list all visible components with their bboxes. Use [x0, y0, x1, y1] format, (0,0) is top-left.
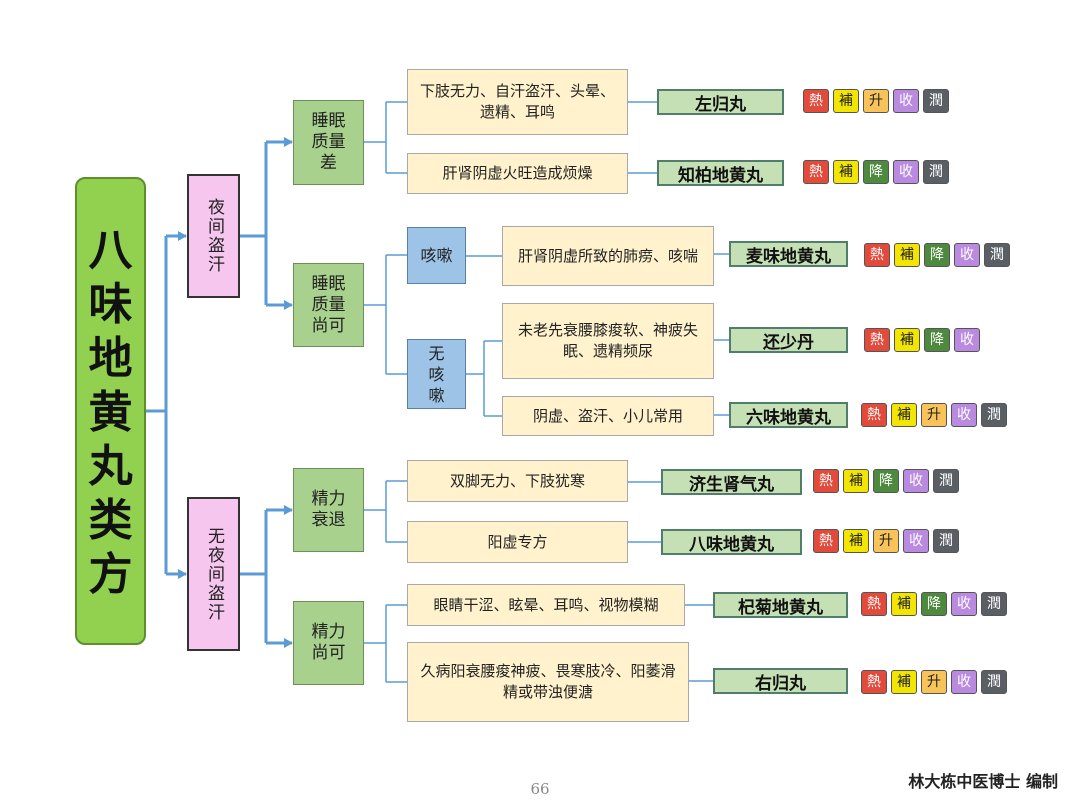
property-tag: 潤 — [923, 89, 949, 113]
property-tag: 熱 — [813, 529, 839, 553]
symptom-description: 未老先衰腰膝痠软、神疲失眠、遗精频尿 — [502, 303, 714, 379]
symptom-description: 双脚无力、下肢犹寒 — [407, 460, 628, 502]
property-tag: 降 — [863, 160, 889, 184]
property-tags: 熱補降收潤 — [864, 243, 1010, 267]
property-tag: 收 — [951, 403, 977, 427]
arrow-head — [178, 231, 187, 241]
property-tag: 降 — [873, 469, 899, 493]
property-tag: 潤 — [984, 243, 1010, 267]
property-tag: 收 — [893, 89, 919, 113]
property-tags: 熱補升收潤 — [813, 529, 959, 553]
property-tag: 熱 — [813, 469, 839, 493]
property-tag: 熱 — [803, 160, 829, 184]
symptom-description: 阴虚、盗汗、小儿常用 — [502, 396, 714, 436]
property-tag: 收 — [903, 469, 929, 493]
property-tag: 潤 — [981, 670, 1007, 694]
property-tag: 升 — [921, 670, 947, 694]
property-tags: 熱補降收潤 — [803, 160, 949, 184]
property-tag: 補 — [833, 160, 859, 184]
property-tags: 熱補降收潤 — [861, 592, 1007, 616]
symptom-description: 阳虚专方 — [407, 521, 628, 563]
arrow-head — [284, 300, 293, 310]
arrow-head — [284, 137, 293, 147]
property-tag: 升 — [863, 89, 889, 113]
property-tags: 熱補升收潤 — [861, 670, 1007, 694]
branch-night-sweat: 夜间盗汗 — [187, 174, 240, 298]
formula-name: 右归丸 — [713, 668, 848, 694]
property-tag: 收 — [951, 670, 977, 694]
property-tag: 潤 — [933, 469, 959, 493]
arrow-head — [178, 569, 187, 579]
property-tag: 降 — [921, 592, 947, 616]
formula-name: 济生肾气丸 — [661, 469, 802, 495]
symptom-description: 下肢无力、自汗盗汗、头晕、遗精、耳鸣 — [407, 69, 628, 135]
property-tag: 補 — [891, 670, 917, 694]
property-tags: 熱補升收潤 — [803, 89, 949, 113]
property-tag: 熱 — [861, 592, 887, 616]
property-tag: 熱 — [864, 243, 890, 267]
page-number: 66 — [530, 780, 550, 798]
property-tag: 降 — [924, 328, 950, 352]
property-tags: 熱補降收 — [864, 328, 980, 352]
property-tag: 收 — [951, 592, 977, 616]
formula-name: 杞菊地黄丸 — [713, 592, 848, 618]
branch-no-night-sweat: 无夜间盗汗 — [187, 497, 240, 651]
property-tag: 潤 — [981, 403, 1007, 427]
property-tags: 熱補降收潤 — [813, 469, 959, 493]
sub-branch-sleep-poor: 睡眠质量差 — [293, 100, 364, 185]
arrow-head — [284, 638, 293, 648]
property-tag: 升 — [921, 403, 947, 427]
cough-branch: 咳嗽 — [407, 227, 466, 284]
property-tag: 收 — [903, 529, 929, 553]
property-tag: 補 — [833, 89, 859, 113]
arrow-head — [284, 505, 293, 515]
property-tag: 補 — [891, 403, 917, 427]
property-tag: 降 — [924, 243, 950, 267]
property-tag: 熱 — [803, 89, 829, 113]
no-cough-branch: 无咳嗽 — [407, 339, 466, 409]
symptom-description: 肝肾阴虚所致的肺痨、咳喘 — [502, 226, 714, 286]
formula-name: 六味地黄丸 — [729, 402, 848, 428]
property-tag: 收 — [954, 243, 980, 267]
property-tag: 補 — [843, 529, 869, 553]
author-credit: 林大栋中医博士 编制 — [908, 772, 1058, 791]
formula-name: 还少丹 — [729, 327, 848, 353]
property-tag: 熱 — [861, 403, 887, 427]
symptom-description: 肝肾阴虚火旺造成烦燥 — [407, 153, 628, 194]
property-tag: 補 — [894, 243, 920, 267]
formula-name: 麦味地黄丸 — [729, 241, 848, 267]
property-tag: 補 — [843, 469, 869, 493]
property-tag: 潤 — [981, 592, 1007, 616]
symptom-description: 眼睛干涩、眩晕、耳鸣、视物模糊 — [407, 584, 685, 626]
sub-branch-energy-decline: 精力衰退 — [293, 468, 364, 552]
sub-branch-energy-ok: 精力尚可 — [293, 601, 364, 685]
formula-name: 八味地黄丸 — [661, 529, 802, 555]
property-tag: 熱 — [864, 328, 890, 352]
symptom-description: 久病阳衰腰痠神疲、畏寒肢冷、阳萎滑精或带浊便溏 — [407, 642, 689, 722]
property-tag: 收 — [954, 328, 980, 352]
property-tag: 潤 — [923, 160, 949, 184]
formula-name: 左归丸 — [657, 89, 784, 115]
formula-name: 知柏地黄丸 — [657, 160, 784, 186]
property-tag: 補 — [894, 328, 920, 352]
property-tag: 熱 — [861, 670, 887, 694]
property-tag: 潤 — [933, 529, 959, 553]
property-tag: 升 — [873, 529, 899, 553]
sub-branch-sleep-ok: 睡眠质量尚可 — [293, 263, 364, 347]
property-tags: 熱補升收潤 — [861, 403, 1007, 427]
root-title: 八味地黄丸类方 — [75, 177, 146, 645]
property-tag: 收 — [893, 160, 919, 184]
property-tag: 補 — [891, 592, 917, 616]
